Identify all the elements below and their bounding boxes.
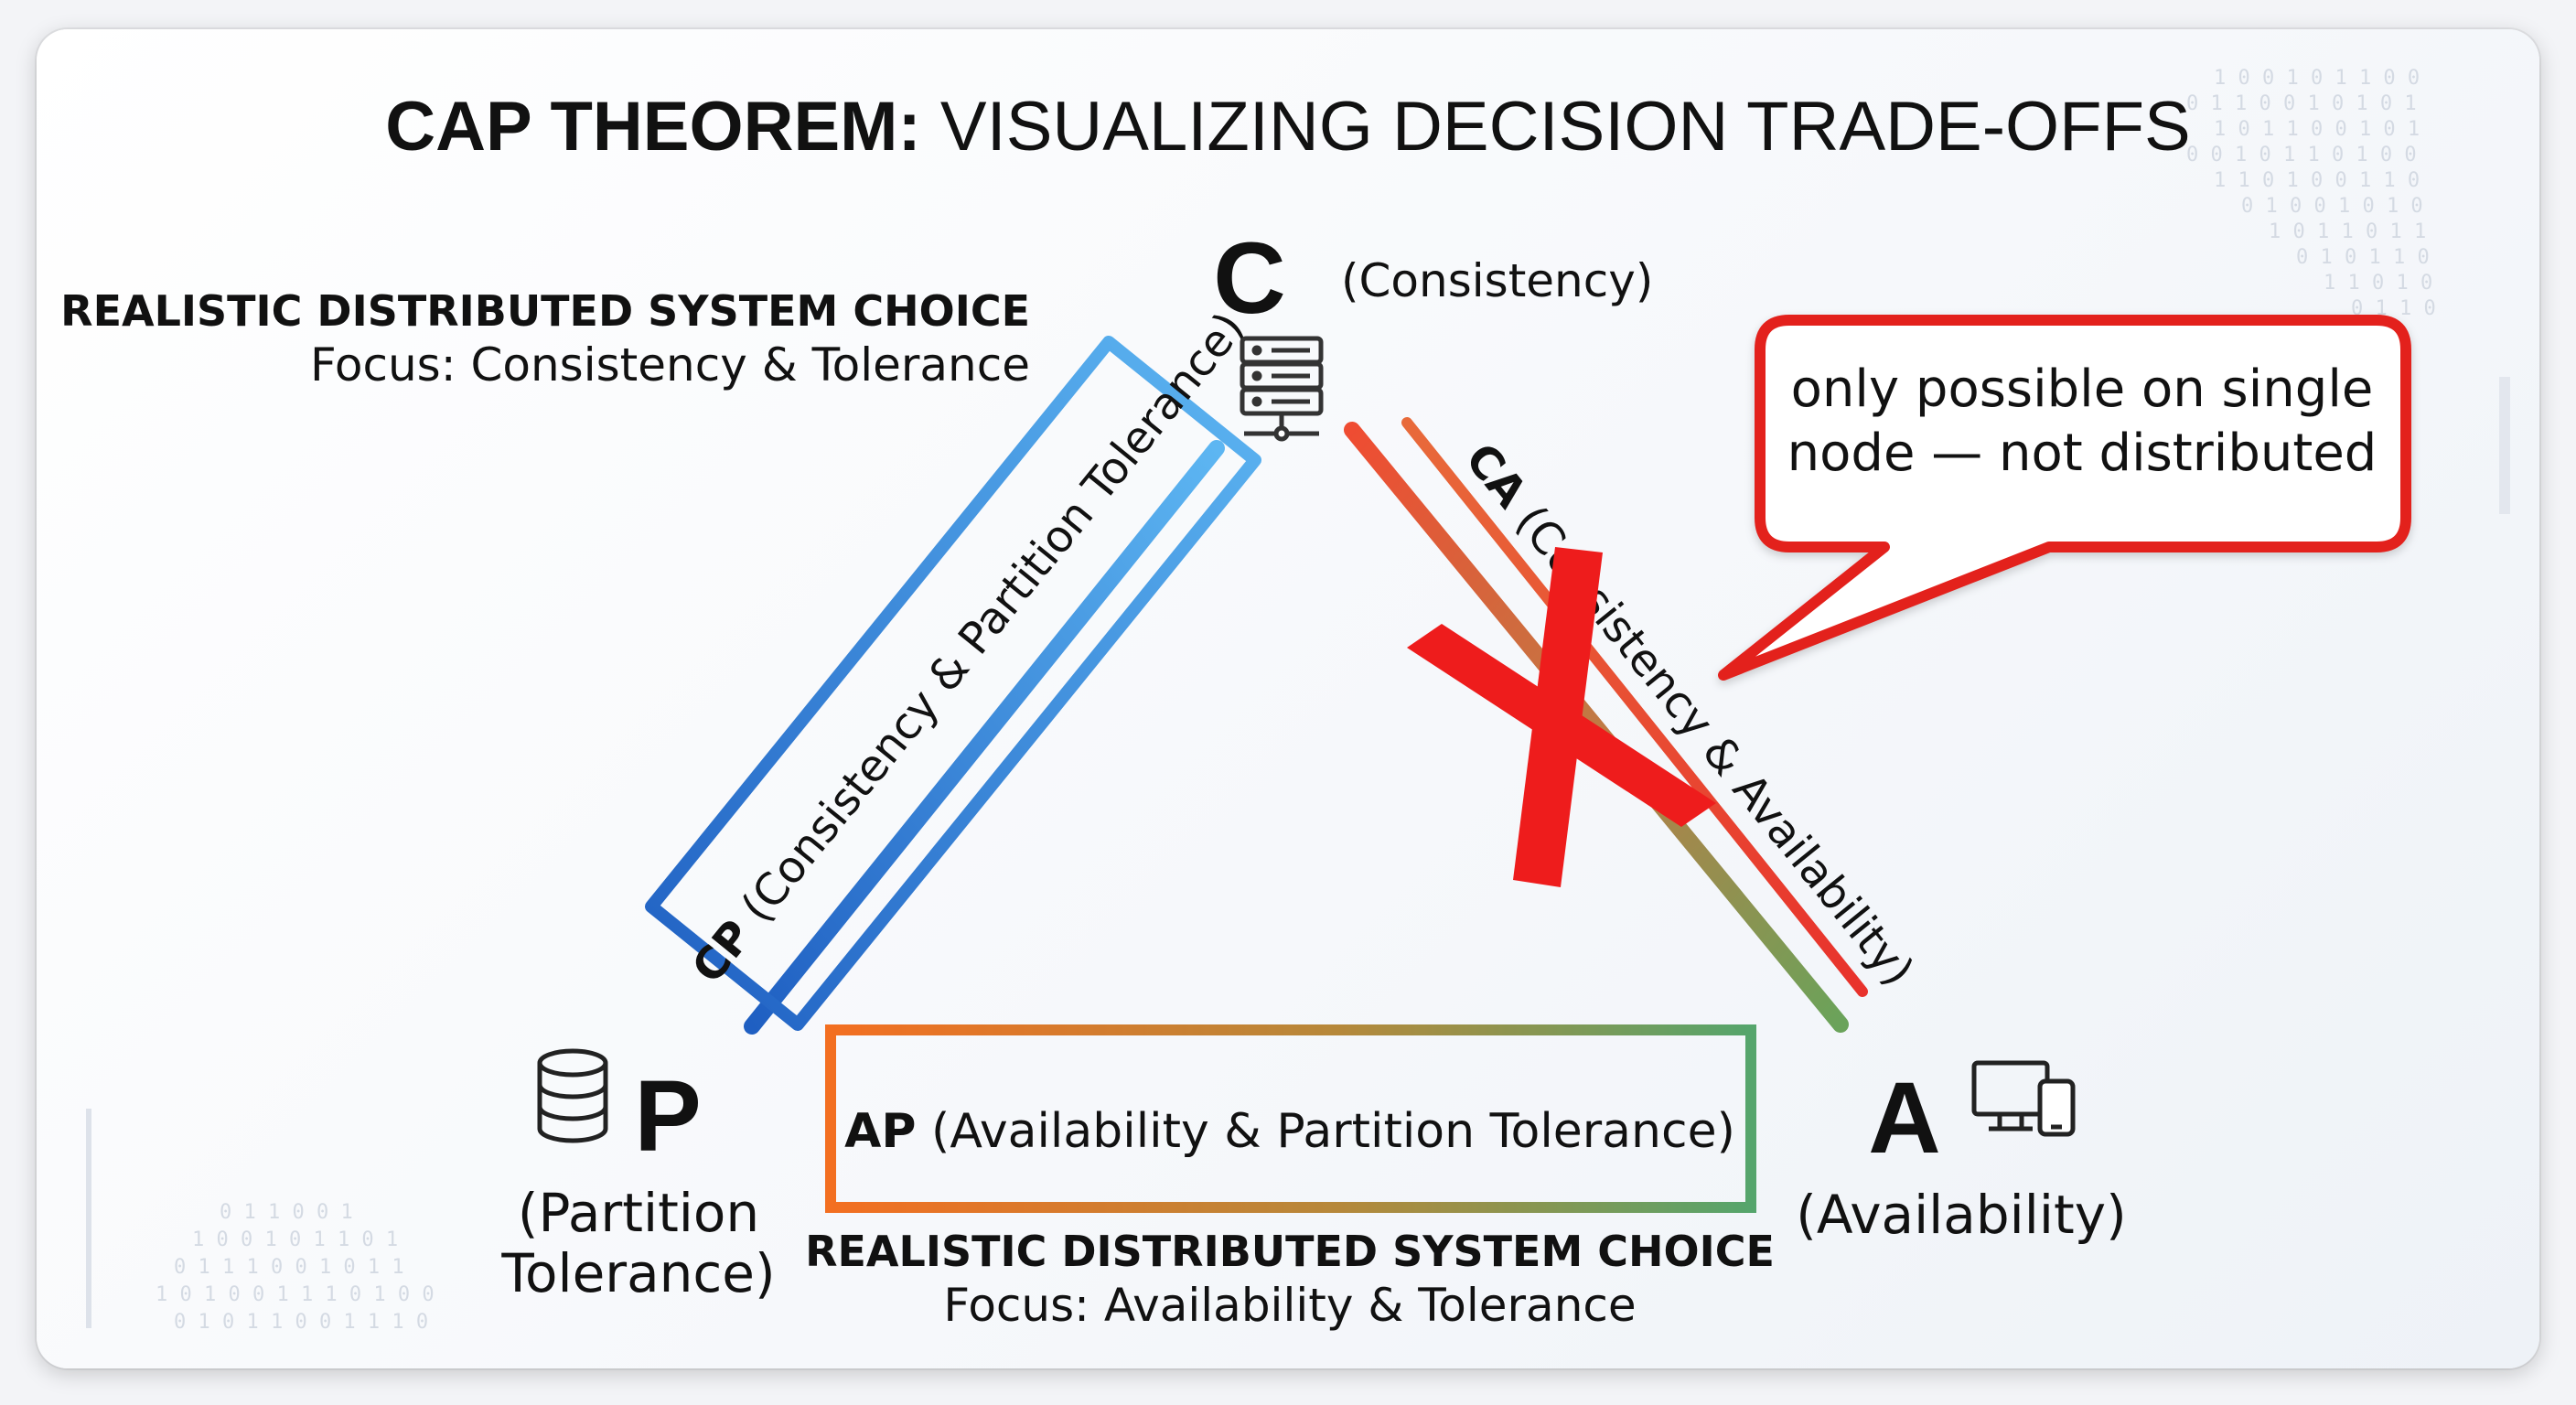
cp-choice-heading: REALISTIC DISTRIBUTED SYSTEM CHOICE: [60, 286, 1030, 336]
node-a-label: (Availability): [1796, 1184, 2126, 1246]
ca-speech-bubble: only possible on single node — not distr…: [1718, 315, 2411, 681]
node-p: P (Partition Tolerance): [500, 1048, 776, 1304]
node-p-label-line1: (Partition: [518, 1182, 759, 1244]
ap-edge: AP (Availability & Partition Tolerance): [742, 1024, 1836, 1213]
svg-text:1 1 0 1 0 0 1 1 0: 1 1 0 1 0 0 1 1 0: [2214, 169, 2420, 192]
title-rest: VISUALIZING DECISION TRADE-OFFS: [940, 88, 2191, 166]
svg-text:0 1 1 0 0 1: 0 1 1 0 0 1: [220, 1201, 353, 1224]
node-c-letter: C: [1213, 222, 1285, 335]
svg-text:1 0 0 1 0 1 1 0 0: 1 0 0 1 0 1 1 0 0: [2214, 67, 2420, 90]
ap-frame: [825, 1024, 1756, 1213]
node-p-letter: P: [634, 1060, 701, 1173]
svg-text:1 0 1 0 0 1 1 1 0 1 0 0: 1 0 1 0 0 1 1 1 0 1 0 0: [156, 1283, 435, 1306]
cp-edge: CP (Consistency & Partition Tolerance): [645, 303, 1261, 1035]
svg-text:0 1 0 0 1 0 1 0: 0 1 0 0 1 0 1 0: [2241, 195, 2423, 218]
svg-text:1 1 0 1 0: 1 1 0 1 0: [2324, 272, 2432, 295]
cp-choice-callout: REALISTIC DISTRIBUTED SYSTEM CHOICE Focu…: [60, 286, 1030, 391]
server-rack-icon: [1240, 336, 1324, 442]
ap-choice-callout: REALISTIC DISTRIBUTED SYSTEM CHOICE Focu…: [805, 1227, 1775, 1332]
svg-text:1 0 1 1 0 1 1: 1 0 1 1 0 1 1: [2269, 220, 2426, 243]
cp-choice-focus: Focus: Consistency & Tolerance: [310, 338, 1030, 391]
title-bold: CAP THEOREM:: [385, 88, 921, 166]
devices-icon: [1971, 1060, 2076, 1137]
cp-line: [744, 440, 1225, 1035]
database-icon: [537, 1048, 608, 1143]
decor-bar-right: [2499, 377, 2510, 514]
ap-choice-heading: REALISTIC DISTRIBUTED SYSTEM CHOICE: [805, 1227, 1775, 1276]
cap-diagram: 1 0 0 1 0 1 1 0 0 0 1 1 0 0 1 0 1 0 1 1 …: [60, 67, 2510, 1334]
svg-text:0 1 1 1 0 0 1 0 1 1: 0 1 1 1 0 0 1 0 1 1: [174, 1256, 404, 1279]
node-a-letter: A: [1868, 1062, 1940, 1174]
cp-frame: [645, 336, 1261, 1031]
binary-decoration-bottom-left: 0 1 1 0 0 1 1 0 0 1 0 1 1 0 1 0 1 1 1 0 …: [156, 1201, 435, 1334]
ca-line-outer: [1401, 417, 1868, 997]
ca-bubble-line1: only possible on single: [1791, 359, 2374, 419]
page-title: CAP THEOREM: VISUALIZING DECISION TRADE-…: [385, 88, 2190, 166]
ca-cross-icon: [1407, 547, 1716, 887]
svg-text:0 1 0 1 1 0 0 1 1 1 0: 0 1 0 1 1 0 0 1 1 1 0: [174, 1311, 428, 1334]
svg-text:0 1 1 0 0 1 0 1 0 1: 0 1 1 0 0 1 0 1 0 1: [2186, 92, 2417, 115]
node-c: C (Consistency): [1213, 222, 1653, 442]
node-p-label-line2: Tolerance): [500, 1242, 775, 1304]
svg-text:0 1 0 1 1 0: 0 1 0 1 1 0: [2296, 246, 2430, 269]
ap-choice-focus: Focus: Availability & Tolerance: [943, 1279, 1636, 1332]
ap-edge-label: AP (Availability & Partition Tolerance): [844, 1104, 1735, 1159]
diagram-card: 1 0 0 1 0 1 1 0 0 0 1 1 0 0 1 0 1 0 1 1 …: [37, 29, 2539, 1368]
binary-decoration-top-right: 1 0 0 1 0 1 1 0 0 0 1 1 0 0 1 0 1 0 1 1 …: [2186, 67, 2436, 320]
node-a: A (Availability): [1796, 1060, 2127, 1246]
svg-text:0 0 1 0 1 1 0 1 0 0: 0 0 1 0 1 1 0 1 0 0: [2186, 144, 2417, 166]
cp-edge-label: CP (Consistency & Partition Tolerance): [682, 303, 1255, 992]
svg-text:1 0 0 1 0 1 1 0 1: 1 0 0 1 0 1 1 0 1: [192, 1228, 398, 1251]
decor-bar-left: [86, 1109, 91, 1328]
svg-text:1 0 1 1 0 0 1 0 1: 1 0 1 1 0 0 1 0 1: [2214, 118, 2420, 141]
ca-bubble-line2: node — not distributed: [1787, 424, 2377, 483]
node-c-label: (Consistency): [1341, 254, 1653, 307]
